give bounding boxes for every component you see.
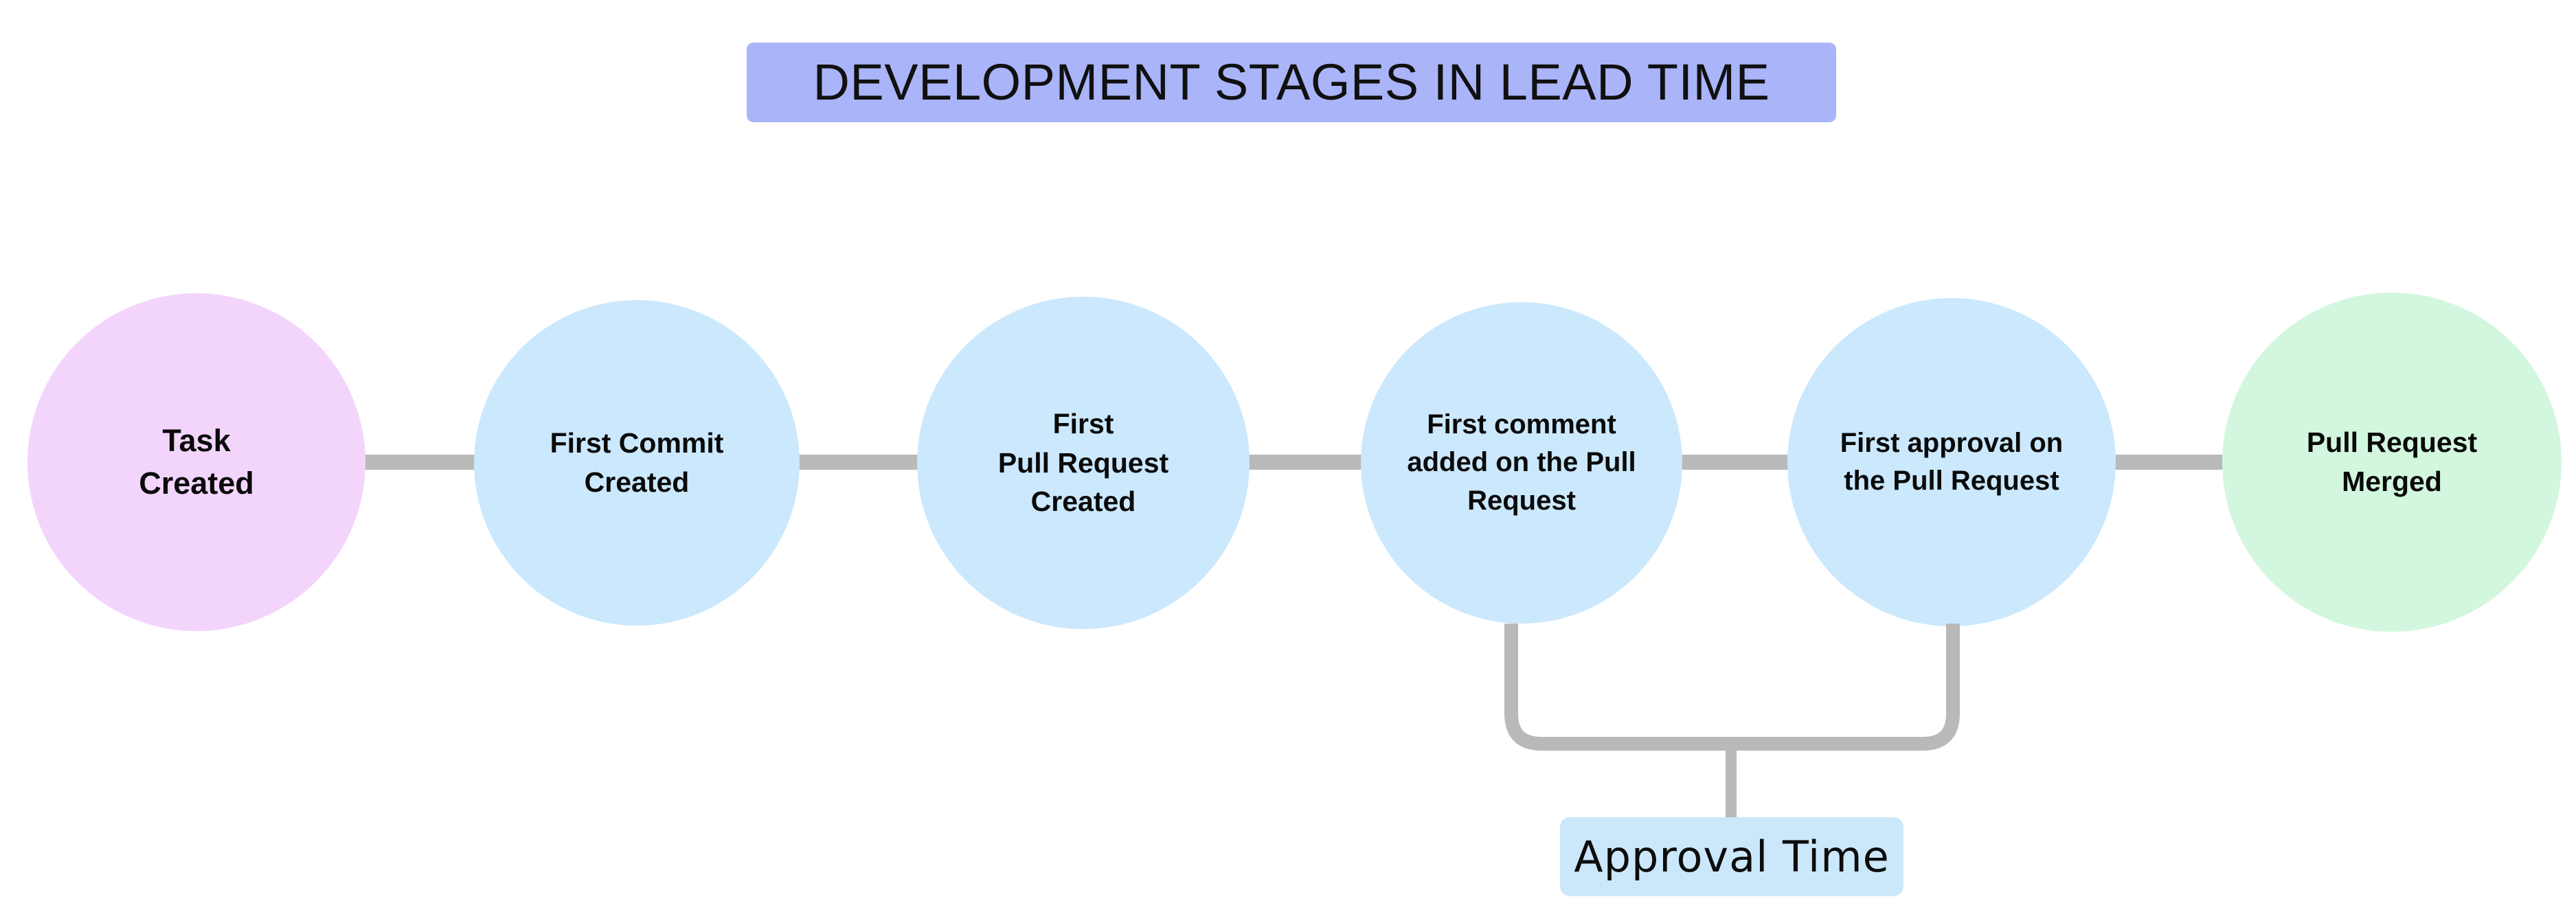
stage-node-task-created[interactable]: Task Created <box>27 293 365 631</box>
approval-time-label: Approval Time <box>1574 831 1890 882</box>
bracket-path <box>1504 624 1960 751</box>
approval-time-bracket <box>1504 624 1960 819</box>
approval-time-chip[interactable]: Approval Time <box>1560 817 1903 896</box>
connector-segment-5 <box>2111 455 2226 470</box>
stage-node-first-comment-added[interactable]: First comment added on the Pull Request <box>1361 302 1682 624</box>
stage-node-first-approval[interactable]: First approval on the Pull Request <box>1787 298 2116 626</box>
stage-label-first-pull-request-created: First Pull Request Created <box>997 408 1169 518</box>
stage-label-task-created: Task Created <box>139 422 254 501</box>
stage-node-pull-request-merged[interactable]: Pull Request Merged <box>2222 293 2562 632</box>
connector-segment-1 <box>360 455 478 470</box>
stage-node-first-pull-request-created[interactable]: First Pull Request Created <box>917 297 1250 629</box>
connector-segment-4 <box>1677 455 1792 470</box>
stage-label-first-comment-added: First comment added on the Pull Request <box>1407 409 1636 516</box>
stage-label-pull-request-merged: Pull Request Merged <box>2306 426 2478 497</box>
connector-segment-3 <box>1245 455 1366 470</box>
stage-label-first-approval: First approval on the Pull Request <box>1840 427 2064 496</box>
page-title: DEVELOPMENT STAGES IN LEAD TIME <box>813 54 1770 111</box>
diagram-title-banner: DEVELOPMENT STAGES IN LEAD TIME <box>747 43 1836 122</box>
stage-node-first-commit-created[interactable]: First Commit Created <box>474 300 800 626</box>
connector-segment-2 <box>795 455 922 470</box>
stage-label-first-commit-created: First Commit Created <box>550 427 724 498</box>
